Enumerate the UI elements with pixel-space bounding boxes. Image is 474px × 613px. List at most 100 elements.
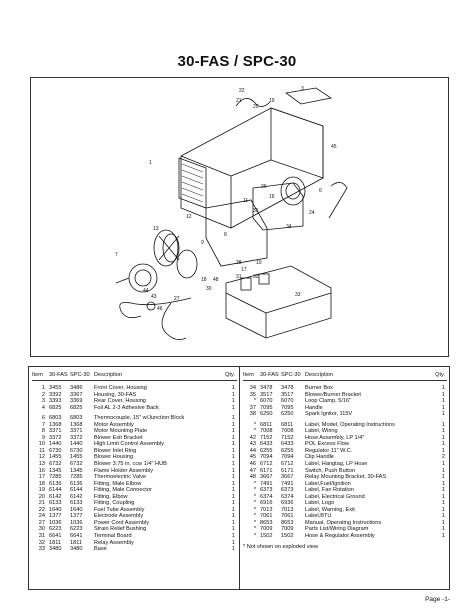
part-number-spc30: 3480 (70, 546, 83, 553)
part-quantity: 1 (231, 474, 235, 481)
part-number-30fas: 6641 (49, 533, 62, 540)
header-spc: SPC-30 (281, 372, 301, 378)
callout-3: 3 (301, 86, 304, 92)
callout-13: 13 (153, 226, 159, 232)
part-item-number: 10 (38, 441, 45, 448)
part-quantity: 1 (231, 500, 235, 507)
blower-housing (205, 199, 268, 267)
part-item-number: 24 (38, 513, 45, 520)
part-item-number: 7 (41, 421, 45, 428)
callout-6: 6 (319, 188, 322, 194)
part-description: Switch, Push Button (305, 467, 356, 474)
part-item-number: 16 (38, 467, 45, 474)
part-item-number: 2 (41, 391, 45, 398)
part-number-spc30: 1377 (70, 513, 83, 520)
part-number-spc30: 7009 (281, 526, 294, 533)
part-number-spc30: 7491 (281, 480, 294, 487)
part-number-30fas: 7094 (260, 454, 273, 461)
part-description: Label, Electrical Ground (305, 493, 365, 500)
part-description: Thermoelectric Valve (94, 474, 147, 481)
part-item-number: 17 (38, 474, 45, 481)
part-number-spc30: 8653 (281, 519, 294, 526)
part-number-spc30: 1640 (70, 506, 83, 513)
part-number-30fas: 6144 (49, 487, 62, 494)
callout-9: 9 (201, 240, 204, 246)
part-number-30fas: 1036 (49, 519, 62, 526)
part-quantity: 1 (231, 428, 235, 435)
part-description: Parts List/Wiring Diagram (305, 526, 369, 533)
parts-header-left: Item 30-FAS SPC-30 Description Qty. (32, 371, 237, 381)
part-number-30fas: 8653 (260, 519, 273, 526)
part-description: Blower/Burner Bracket (305, 391, 361, 398)
part-number-30fas: 7152 (260, 434, 273, 441)
callout-1: 1 (149, 160, 152, 166)
part-description: Loop Clamp, 5/16" (305, 398, 352, 405)
callout-20: 20 (253, 104, 259, 110)
base (225, 265, 332, 339)
part-item-number: 8 (41, 428, 45, 435)
motor-mounting-plate (176, 249, 198, 279)
part-number-spc30: 6730 (70, 447, 83, 454)
part-number-30fas: 1377 (49, 513, 62, 520)
part-description: Blower Housing (94, 454, 134, 461)
part-number-30fas: 3455 (49, 385, 62, 391)
callout-17: 17 (241, 267, 247, 273)
part-item-number: 46 (249, 461, 256, 468)
part-number-spc30: 6732 (70, 461, 83, 468)
part-quantity: 1 (441, 480, 445, 487)
top-bracket (284, 87, 333, 105)
part-item-number: 20 (38, 493, 45, 500)
part-number-spc30: 3372 (70, 434, 83, 441)
part-quantity: 1 (231, 434, 235, 441)
part-number-spc30: 1811 (70, 539, 83, 546)
part-number-spc30: 6070 (281, 398, 294, 405)
part-number-30fas: 6171 (260, 467, 273, 474)
housing-rear-cover (270, 107, 324, 179)
part-number-30fas: 3372 (49, 434, 62, 441)
part-quantity: 1 (231, 404, 235, 411)
part-description: Label, Model, Operating Instructions (305, 421, 395, 428)
part-number-spc30: 3478 (281, 385, 294, 391)
callout-35: 35 (253, 208, 259, 214)
callout-7: 7 (115, 252, 118, 258)
part-description: POL Excess Flow (305, 441, 349, 448)
part-number-spc30: 6433 (281, 441, 294, 448)
part-item-number: * (253, 428, 256, 435)
part-item-number: 37 (249, 404, 256, 411)
part-number-spc30: 6250 (281, 411, 294, 418)
part-item-number: 32 (38, 539, 45, 546)
part-number-spc30: 3369 (70, 398, 83, 405)
part-item-number: 3 (41, 398, 45, 405)
part-number-spc30: 6936 (281, 500, 294, 507)
part-item-number: * (253, 519, 256, 526)
part-number-30fas: 3478 (260, 385, 273, 391)
part-number-30fas: 7285 (49, 474, 62, 481)
part-description: Blower Inlet Ring (94, 447, 137, 454)
part-description: Relay Assembly (94, 539, 134, 546)
part-quantity: 1 (441, 404, 445, 411)
part-item-number: 22 (38, 506, 45, 513)
part-number-spc30: 7061 (281, 513, 294, 520)
part-number-spc30: 6223 (70, 526, 83, 533)
wire-loop (235, 98, 271, 107)
part-number-spc30: 6712 (281, 461, 294, 468)
part-quantity: 1 (441, 434, 445, 441)
part-number-30fas: 6250 (260, 411, 273, 418)
callout-12: 12 (186, 214, 192, 220)
flame-holder (280, 176, 306, 206)
part-quantity: 1 (441, 513, 445, 520)
part-item-number: 30 (38, 526, 45, 533)
blower-wheel (153, 229, 179, 267)
part-item-number: 42 (249, 434, 256, 441)
part-quantity: 1 (441, 526, 445, 533)
